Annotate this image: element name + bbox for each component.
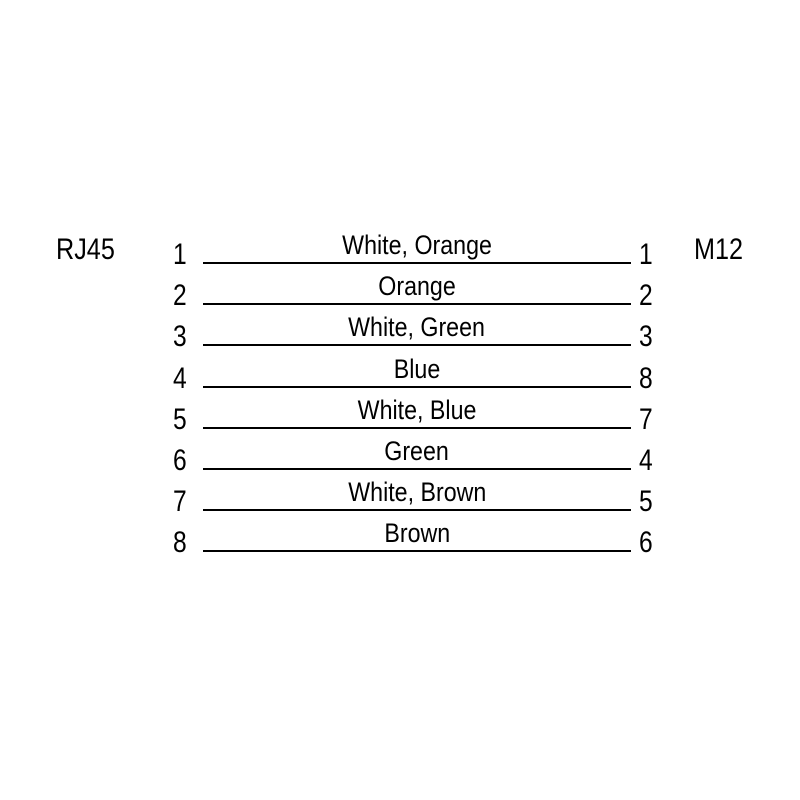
- wire-connection-line: [203, 550, 631, 553]
- right-connector-title: M12: [694, 233, 744, 266]
- wire-color-label: White, Brown: [203, 479, 631, 506]
- right-pin-number: 6: [639, 526, 653, 560]
- wire-row: 6 Green 4: [0, 434, 800, 476]
- wire-connection-line: [203, 509, 631, 512]
- wire-row: 3 White, Green 3: [0, 310, 800, 352]
- left-pin-number: 6: [173, 444, 187, 477]
- left-pin-number: 5: [173, 402, 187, 436]
- wire-color-label: Orange: [203, 273, 631, 300]
- wire-row: 4 Blue 8: [0, 352, 800, 394]
- wire-color-label: Brown: [203, 520, 631, 547]
- wire-color-label-text: White, Orange: [342, 230, 492, 260]
- right-pin-number: 2: [639, 279, 653, 313]
- wire-connection-line: [203, 426, 631, 429]
- wire-color-label: White, Blue: [203, 394, 631, 425]
- right-pin-number: 5: [639, 485, 653, 519]
- wire-row: 1 White, Orange 1: [0, 228, 800, 270]
- left-connector-title: RJ45: [56, 233, 115, 266]
- right-pin-number: 1: [639, 238, 653, 271]
- left-pin-number: 3: [173, 320, 187, 354]
- left-pin-number: 2: [173, 279, 187, 313]
- wire-row: 8 Brown 6: [0, 516, 800, 558]
- wire-color-label-text: White, Green: [348, 312, 486, 343]
- wire-row: 5 White, Blue 7: [0, 393, 800, 435]
- wire-color-label-text: Brown: [384, 518, 450, 549]
- wire-connection-line: [203, 385, 631, 388]
- wire-connection-line: [203, 344, 631, 347]
- left-pin-number: 4: [173, 361, 187, 395]
- right-pin-number: 3: [639, 320, 653, 354]
- right-pin-number: 8: [639, 361, 653, 395]
- right-pin-number: 4: [639, 444, 653, 477]
- wire-color-label-text: White, Brown: [347, 477, 487, 508]
- wire-color-label-text: Green: [384, 436, 450, 466]
- left-pin-number: 7: [173, 485, 187, 519]
- wire-connection-line: [203, 468, 631, 470]
- wire-color-label: White, Orange: [203, 232, 631, 259]
- left-pin-number: 1: [173, 238, 187, 271]
- wire-row: 7 White, Brown 5: [0, 475, 800, 517]
- wire-connection-line: [203, 303, 631, 306]
- right-pin-number: 7: [639, 402, 653, 436]
- wire-color-label-text: White, Blue: [357, 394, 477, 425]
- wire-color-label: Green: [203, 438, 631, 465]
- wire-row: 2 Orange 2: [0, 269, 800, 311]
- wire-color-label: Blue: [203, 353, 631, 384]
- wire-color-label-text: Blue: [393, 353, 441, 384]
- wire-connection-line: [203, 262, 631, 264]
- wire-color-label-text: Orange: [378, 271, 456, 302]
- wire-color-label: White, Green: [203, 314, 631, 341]
- left-pin-number: 8: [173, 526, 187, 560]
